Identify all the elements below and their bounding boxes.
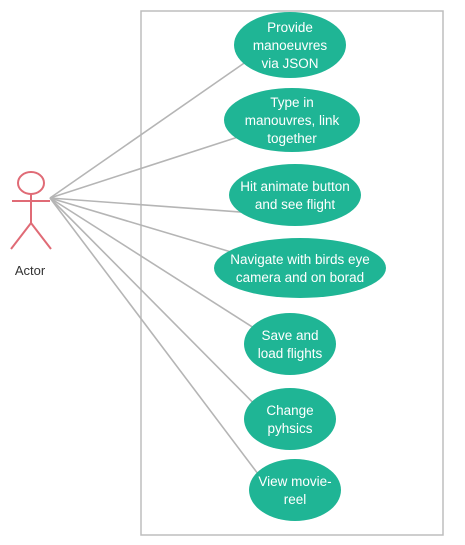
system-boundary <box>140 10 444 536</box>
use-case[interactable]: Hit animate button and see flight <box>229 164 361 226</box>
association-line <box>49 197 241 213</box>
actor-label: Actor <box>15 263 46 278</box>
use-case[interactable]: View movie-reel <box>249 459 341 521</box>
use-case-label: Navigate with birds eye <box>230 252 370 267</box>
use-case-label: manoeuvres <box>253 38 328 53</box>
use-case-ellipse <box>244 313 336 375</box>
use-case-ellipse <box>229 164 361 226</box>
actor-left-leg <box>10 222 32 250</box>
use-case[interactable]: Save and load flights <box>244 313 336 375</box>
use-case[interactable]: Change pyhsics <box>244 388 336 450</box>
use-case-label: Type in <box>270 95 314 110</box>
association-line <box>49 197 258 474</box>
use-case-label: together <box>267 131 317 146</box>
use-case-label: load flights <box>258 346 323 361</box>
use-case-label: Save and <box>261 328 318 343</box>
use-case-ellipse <box>234 12 346 78</box>
use-case[interactable]: Provide manoeuvres via JSON <box>234 12 346 78</box>
use-case-label: camera and on borad <box>236 270 364 285</box>
use-case-ellipse <box>224 88 360 152</box>
use-case-label: pyhsics <box>267 421 312 436</box>
use-case-label: via JSON <box>261 56 318 71</box>
association-line <box>49 197 253 403</box>
actor[interactable]: Actor <box>10 171 52 278</box>
actor-head-icon <box>17 171 45 195</box>
use-case-label: reel <box>284 492 307 507</box>
use-case[interactable]: Navigate with birds eye camera and on bor… <box>214 238 386 298</box>
use-case-ellipse <box>244 388 336 450</box>
association-line <box>49 136 237 199</box>
association-line <box>49 197 253 328</box>
associations <box>49 62 258 474</box>
use-case-label: Hit animate button <box>240 179 350 194</box>
use-case-label: manouvres, link <box>245 113 340 128</box>
use-case-ellipse <box>214 238 386 298</box>
use-case-label: Provide <box>267 20 313 35</box>
use-case[interactable]: Type in manouvres, link together <box>224 88 360 152</box>
association-line <box>49 197 230 253</box>
actor-right-leg <box>30 222 52 250</box>
use-case-ellipse <box>249 459 341 521</box>
use-cases: Provide manoeuvres via JSON Type in manouvre… <box>214 12 386 521</box>
use-case-label: View movie- <box>258 474 331 489</box>
use-case-label: Change <box>266 403 313 418</box>
use-case-label: and see flight <box>255 197 336 212</box>
association-line <box>49 62 245 199</box>
